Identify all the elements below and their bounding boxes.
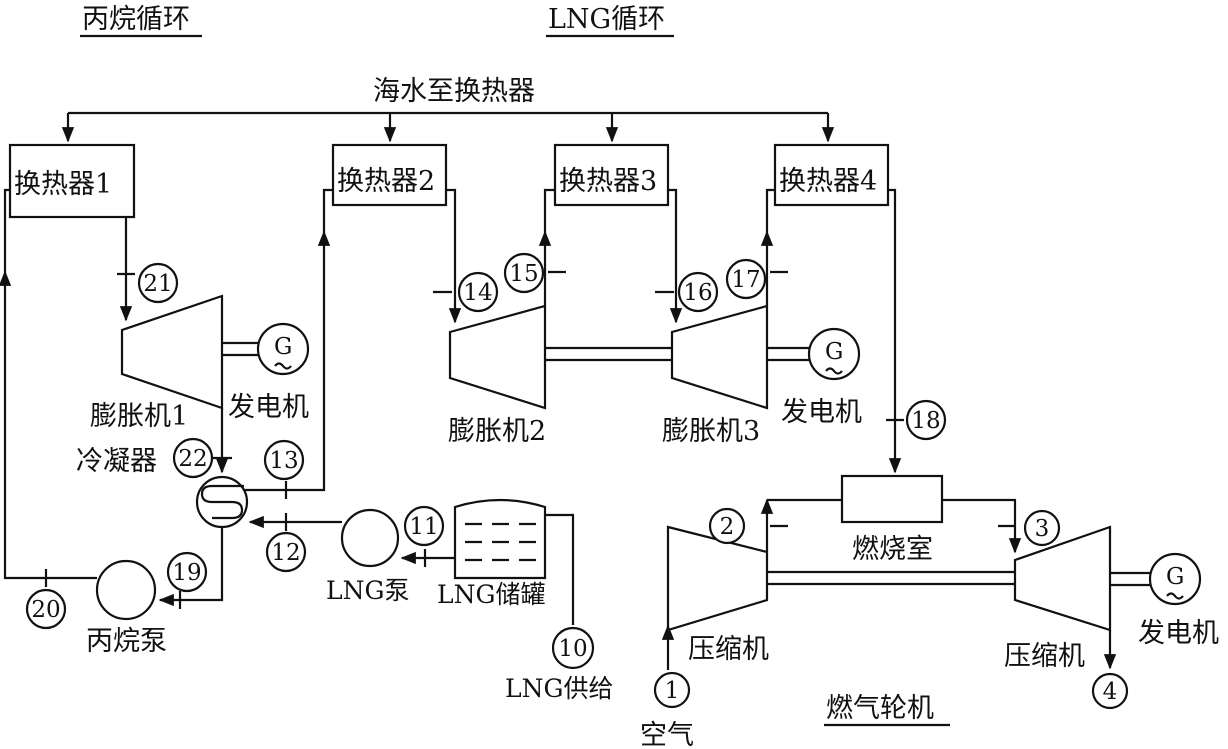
title-propane-cycle: 丙烷循环 [82, 4, 190, 35]
lng-pump-label: LNG泵 [326, 576, 409, 605]
expander-2 [448, 304, 547, 410]
state-point-22-label: 22 [178, 446, 207, 472]
generator-2-wave [825, 367, 843, 375]
state-point-11: 11 [403, 505, 445, 547]
state-point-3-label: 3 [1035, 516, 1050, 542]
heat-exchanger-4: 换热器4 [773, 143, 890, 207]
lng-tank-label: LNG储罐 [437, 580, 545, 609]
gt-flow-combustor-to-turbine [942, 498, 1022, 554]
generator-1-wave [274, 362, 292, 370]
lng-supply-label: LNG供给 [505, 674, 613, 703]
state-point-21: 21 [137, 262, 179, 304]
state-point-16: 16 [677, 271, 719, 313]
propane-return-into-hx1 [3, 188, 10, 272]
state-point-4-label: 4 [1103, 679, 1118, 705]
state-point-2-label: 2 [720, 514, 735, 540]
heat-exchanger-3-label: 换热器3 [559, 166, 657, 197]
combustor-label: 燃烧室 [852, 534, 933, 565]
state-point-4: 4 [1091, 672, 1129, 710]
lng-tank [453, 498, 547, 580]
lng-flow-hx3-to-expander3 [668, 188, 683, 324]
title-gas-turbine: 燃气轮机 [826, 693, 934, 724]
generator-2-symbol: G [825, 339, 843, 365]
condenser-label: 冷凝器 [76, 446, 157, 477]
lng-flow-into-hx4 [765, 188, 775, 232]
expander-2-label: 膨胀机2 [448, 416, 546, 447]
generator-1-symbol: G [274, 334, 292, 360]
generator-3-symbol: G [1166, 564, 1184, 590]
compressor-right-label: 压缩机 [1004, 641, 1085, 672]
turbine-right [1013, 525, 1112, 632]
generator-1 [256, 322, 310, 376]
generator-3-wave [1166, 592, 1184, 600]
state-point-22: 22 [172, 437, 214, 479]
heat-exchanger-2: 换热器2 [331, 143, 448, 207]
expander-1-label: 膨胀机1 [90, 401, 188, 432]
state-point-16-label: 16 [683, 280, 712, 306]
state-point-19-label: 19 [172, 560, 201, 586]
state-point-13: 13 [263, 439, 305, 481]
expander-3 [670, 304, 769, 410]
heat-exchanger-3: 换热器3 [553, 143, 670, 207]
state-point-14-label: 14 [463, 280, 492, 306]
state-point-19: 19 [166, 551, 208, 593]
heat-exchanger-1: 换热器1 [8, 143, 136, 219]
compressor-left [666, 525, 769, 632]
heat-exchanger-2-label: 换热器2 [337, 166, 435, 197]
propane-return-line [3, 274, 97, 580]
state-point-10: 10 [551, 626, 595, 670]
state-point-14: 14 [457, 271, 499, 313]
lng-flow-condenser-to-hx2 [244, 230, 331, 492]
state-point-15: 15 [503, 252, 545, 294]
lng-flow-hx4-to-combustor [888, 188, 902, 474]
generator-3 [1148, 552, 1202, 606]
generator-3-label: 发电机 [1138, 618, 1219, 649]
generator-2 [807, 327, 861, 381]
heat-exchanger-1-label: 换热器1 [14, 169, 112, 200]
seawater-label: 海水至换热器 [373, 76, 535, 107]
state-point-12: 12 [265, 531, 307, 573]
state-point-15-label: 15 [509, 261, 538, 287]
state-point-11-label: 11 [409, 514, 438, 540]
lng-flow-hx2-to-expander2 [446, 188, 462, 324]
state-point-12-label: 12 [271, 540, 300, 566]
expander-1 [120, 294, 224, 410]
condenser-coil [200, 484, 244, 520]
state-point-17-label: 17 [731, 267, 760, 293]
generator-2-label: 发电机 [781, 397, 862, 428]
state-point-20: 20 [25, 588, 67, 630]
combustor [840, 474, 944, 524]
lng-flow-into-hx2 [322, 188, 333, 232]
state-point-1-label: 1 [665, 678, 680, 704]
lng-flow-into-hx3 [543, 188, 555, 232]
state-point-10-label: 10 [558, 636, 587, 662]
compressor-left-label: 压缩机 [688, 634, 769, 665]
propane-pump [95, 559, 157, 621]
lng-pump [340, 508, 400, 568]
state-point-2: 2 [708, 507, 746, 545]
title-lng-cycle: LNG循环 [548, 4, 665, 35]
generator-1-label: 发电机 [228, 392, 309, 423]
state-point-20-label: 20 [31, 597, 60, 623]
state-point-21-label: 21 [143, 271, 172, 297]
air-label: 空气 [640, 720, 694, 749]
heat-exchanger-4-label: 换热器4 [779, 166, 877, 197]
state-point-17: 17 [725, 258, 767, 300]
state-point-3: 3 [1023, 509, 1061, 547]
state-point-18: 18 [905, 399, 947, 441]
state-point-18-label: 18 [911, 408, 940, 434]
state-point-1: 1 [653, 671, 691, 709]
condenser [195, 475, 249, 529]
expander-3-label: 膨胀机3 [662, 416, 760, 447]
state-point-13-label: 13 [269, 448, 298, 474]
lng-supply-line [545, 513, 575, 625]
propane-pump-label: 丙烷泵 [86, 626, 167, 657]
